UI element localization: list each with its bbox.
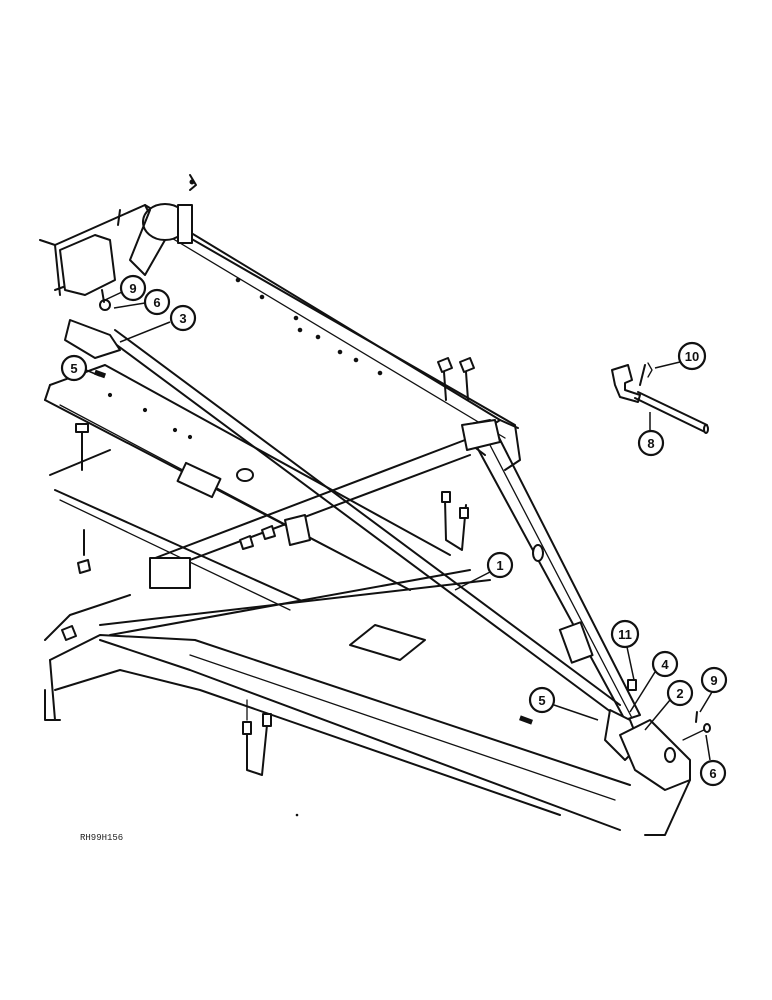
callout-9a-label: 9 <box>129 281 136 296</box>
left-clevis <box>64 289 121 379</box>
callout-5b-label: 5 <box>538 693 545 708</box>
callout-9b-label: 9 <box>710 673 717 688</box>
hitch-casting <box>59 174 197 296</box>
callout-1: 1 <box>454 551 514 591</box>
callout-2: 2 <box>644 679 694 731</box>
callout-4: 4 <box>629 650 679 713</box>
callout-8: 8 <box>637 412 665 457</box>
callout-5a: 5 <box>60 354 101 382</box>
callout-3-label: 3 <box>179 311 186 326</box>
callout-6b: 6 <box>699 734 727 787</box>
tension-rod <box>109 329 621 716</box>
callout-6a: 6 <box>113 288 171 316</box>
callout-1-label: 1 <box>496 558 503 573</box>
callout-9b: 9 <box>699 666 728 713</box>
callout-10-label: 10 <box>685 349 699 364</box>
front-cross-tube <box>44 364 451 611</box>
callout-5b: 5 <box>528 686 599 721</box>
callout-8-label: 8 <box>647 436 654 451</box>
callout-6a-label: 6 <box>153 295 160 310</box>
callout-6b-label: 6 <box>709 766 716 781</box>
right-clevis <box>519 679 711 836</box>
callout-3: 3 <box>119 304 197 343</box>
hitch-pin <box>611 362 709 434</box>
callout-4-label: 4 <box>661 657 669 672</box>
callout-5a-label: 5 <box>70 361 77 376</box>
callout-11-label: 11 <box>618 627 632 642</box>
callout-11: 11 <box>610 619 640 681</box>
callout-9a: 9 <box>104 274 147 302</box>
callout-10: 10 <box>654 341 707 371</box>
callout-2-label: 2 <box>676 686 683 701</box>
hardware <box>61 357 501 776</box>
a-frame-arm <box>44 569 631 831</box>
figure-reference: RH99H156 <box>80 833 123 843</box>
